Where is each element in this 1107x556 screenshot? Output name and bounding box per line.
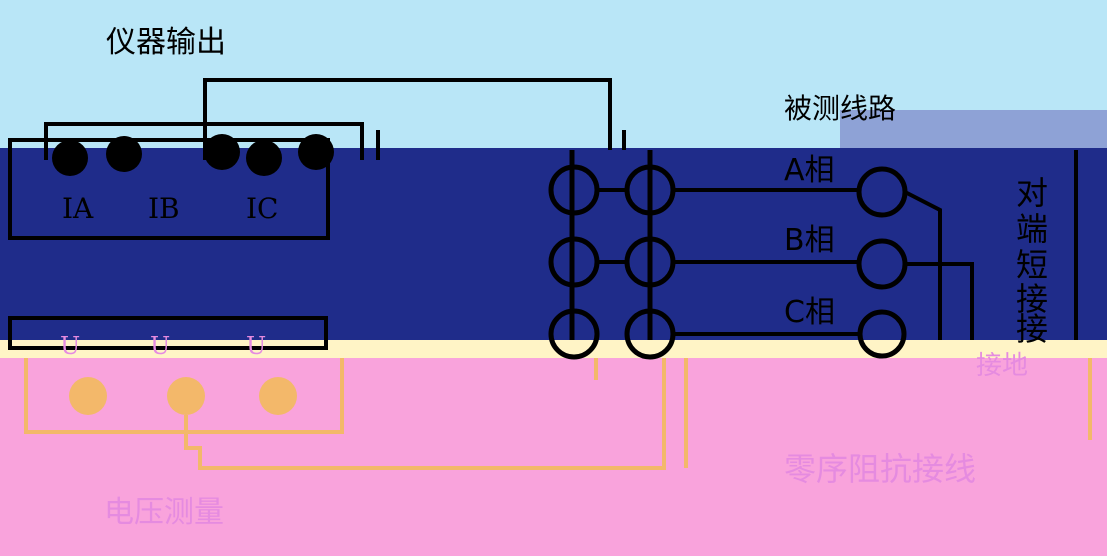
far-end-short-char-3: 短 bbox=[1016, 246, 1048, 284]
voltage-terminal-label-3: U bbox=[246, 332, 266, 360]
phase-a-label: A相 bbox=[784, 153, 835, 188]
terminal-post-ia bbox=[52, 140, 88, 176]
voltage-post-ua bbox=[69, 377, 107, 415]
voltage-terminal-label-2: U bbox=[150, 332, 170, 360]
voltage-post-ub bbox=[167, 377, 205, 415]
terminal-label-ia: IA bbox=[62, 192, 94, 225]
voltage-wires bbox=[184, 358, 688, 470]
voltage-measure-label: 电压测量 bbox=[104, 495, 224, 530]
terminal-post-ib1 bbox=[106, 136, 142, 172]
far-end-short-char-1: 对 bbox=[1016, 174, 1048, 212]
line-under-test-label: 被测线路 bbox=[784, 92, 896, 125]
phase-b-label: B相 bbox=[784, 223, 835, 258]
line-busbars bbox=[569, 150, 653, 340]
phase-c-label: C相 bbox=[784, 295, 835, 330]
far-end-short-char-4: 接 bbox=[1016, 280, 1048, 318]
voltage-terminal-posts bbox=[69, 377, 297, 415]
terminal-post-ib2 bbox=[204, 134, 240, 170]
phase-conductors bbox=[597, 188, 860, 336]
voltage-post-uc bbox=[259, 377, 297, 415]
terminal-label-ic: IC bbox=[246, 192, 278, 225]
current-terminal-posts bbox=[52, 134, 334, 176]
far-end-short-char-2: 端 bbox=[1016, 210, 1048, 248]
voltage-box-upper bbox=[8, 316, 328, 350]
far-end-short-link bbox=[904, 190, 974, 340]
upper-right-panel bbox=[840, 110, 1107, 150]
far-end-short-char-5: 接 bbox=[1016, 310, 1048, 348]
terminal-label-ib: IB bbox=[148, 192, 180, 225]
ground-label: 接地 bbox=[976, 351, 1028, 381]
terminal-post-ic bbox=[246, 140, 282, 176]
terminal-post-ic2 bbox=[298, 134, 334, 170]
zero-seq-wiring-label: 零序阻抗接线 bbox=[784, 450, 976, 488]
current-terminal-box bbox=[8, 138, 330, 240]
instrument-output-label: 仪器输出 bbox=[106, 25, 226, 60]
voltage-terminal-label-1: U bbox=[60, 332, 80, 360]
